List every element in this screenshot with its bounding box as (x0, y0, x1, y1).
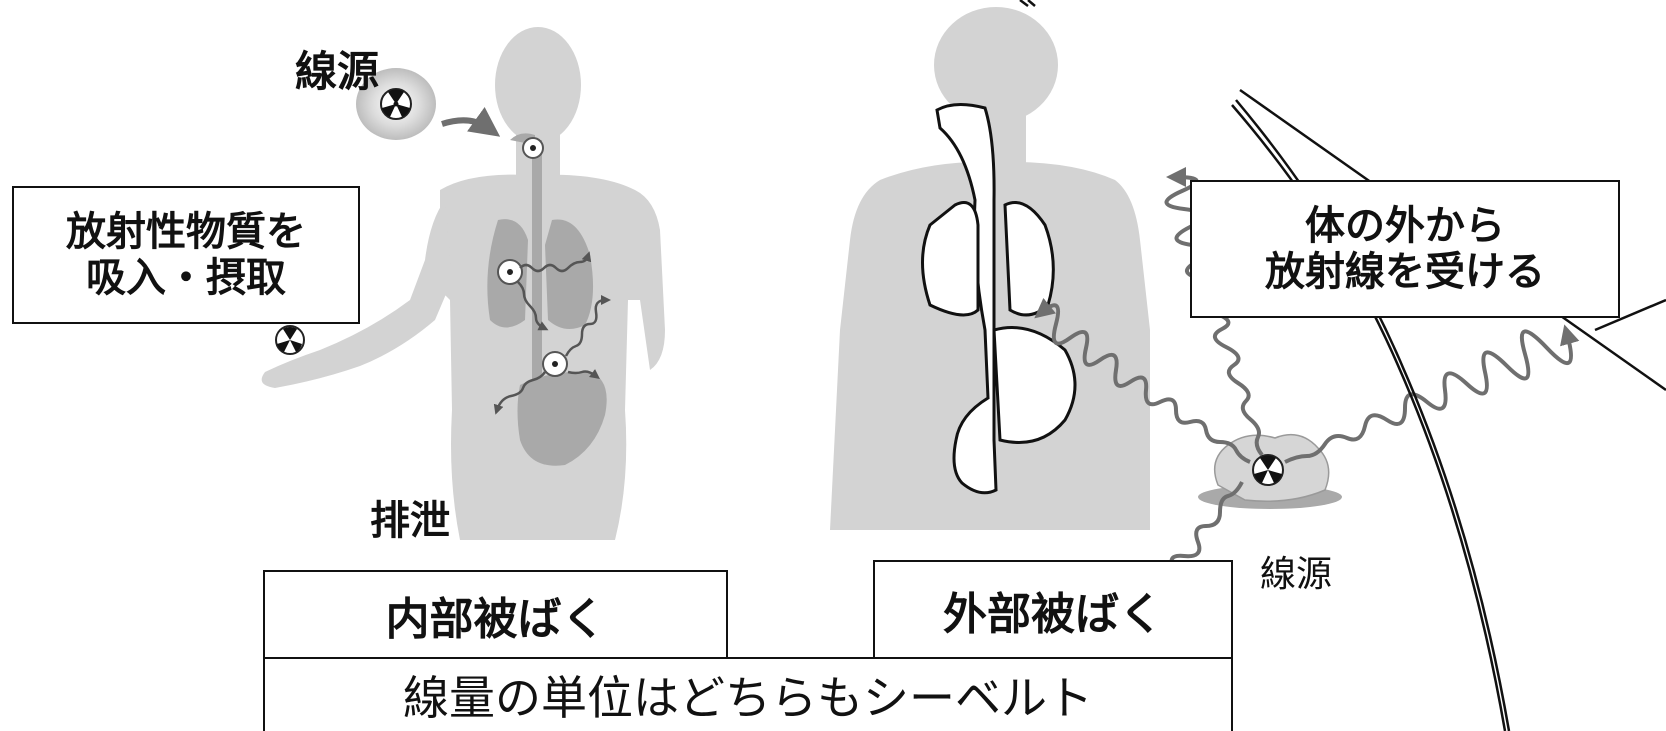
dose-unit-footer: 線量の単位はどちらもシーベルト (263, 657, 1233, 731)
internal-source-stomach (543, 352, 567, 376)
internal-source-lung (498, 260, 522, 284)
external-exposure-title: 外部被ばく (873, 560, 1233, 660)
internal-source-label: 線源 (295, 38, 379, 99)
excretion-label: 排泄 (370, 488, 450, 546)
internal-exposure-title: 内部被ばく (263, 570, 728, 660)
intake-box: 放射性物質を 吸入・摂取 (12, 186, 360, 324)
external-info-line-2: 放射線を受ける (1265, 249, 1545, 295)
external-info-box: 体の外から 放射線を受ける (1190, 180, 1620, 318)
external-radiation-source (1198, 435, 1342, 509)
intake-box-line-2: 吸入・摂取 (86, 255, 286, 301)
external-source-label: 線源 (1260, 545, 1332, 597)
hand-radiation-source (276, 326, 304, 354)
ingestion-arrow (442, 120, 488, 128)
external-info-line-1: 体の外から (1305, 203, 1505, 249)
intake-box-line-1: 放射性物質を (66, 209, 306, 255)
internal-source-throat (523, 138, 543, 158)
